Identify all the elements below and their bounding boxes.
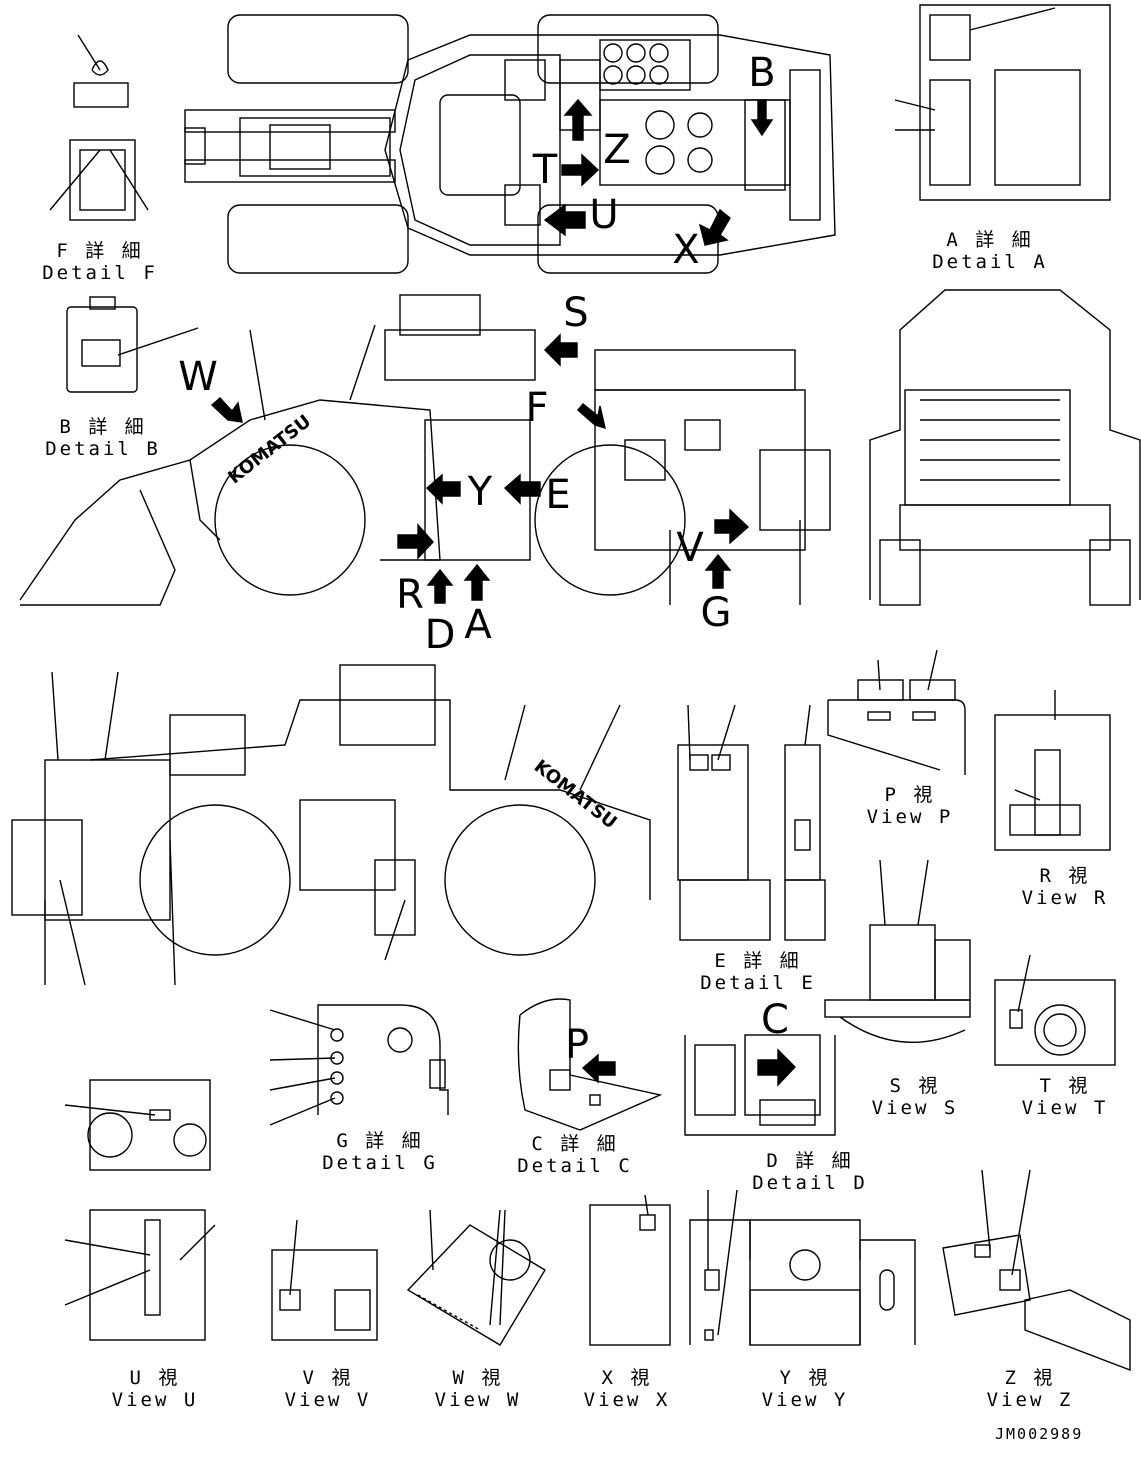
letter-e-tag: E bbox=[545, 472, 571, 518]
side-view-right bbox=[11, 664, 651, 986]
letter-y-tag: Y bbox=[467, 469, 493, 515]
letter-p-tag: P bbox=[564, 1022, 590, 1068]
letter-x-tag: X bbox=[672, 227, 700, 273]
letter-u-tag: U bbox=[589, 192, 619, 238]
detail-c-drawing bbox=[517, 998, 663, 1131]
detail-b-drawing bbox=[66, 296, 199, 393]
view-u-drawing bbox=[64, 1079, 216, 1341]
detail-a-drawing bbox=[894, 4, 1111, 201]
view-z-drawing bbox=[942, 1169, 1131, 1372]
detail-f-drawing bbox=[49, 34, 149, 221]
view-t-drawing bbox=[994, 954, 1116, 1066]
detail-d-drawing bbox=[684, 1034, 836, 1136]
letter-t-tag: T bbox=[532, 147, 558, 193]
letter-v-tag: V bbox=[676, 525, 704, 571]
view-s-drawing bbox=[824, 859, 971, 1044]
view-v-drawing bbox=[271, 1219, 378, 1341]
letter-c-tag: C bbox=[761, 997, 789, 1043]
view-r-drawing bbox=[994, 690, 1111, 851]
letter-f-tag: F bbox=[525, 385, 549, 431]
letter-a-tag: A bbox=[464, 602, 492, 648]
top-plan-view bbox=[184, 14, 836, 274]
detail-e-drawing bbox=[677, 704, 826, 941]
view-p-drawing bbox=[827, 649, 966, 775]
drawing-reference-number: JM002989 bbox=[995, 1425, 1084, 1443]
side-view-left bbox=[19, 294, 831, 606]
view-arrows bbox=[210, 98, 796, 1087]
front-view bbox=[869, 289, 1141, 606]
letter-b-tag: B bbox=[748, 50, 776, 96]
letter-z-tag: Z bbox=[603, 127, 631, 173]
view-y-drawing bbox=[689, 1189, 916, 1346]
letter-w-tag: W bbox=[178, 354, 218, 400]
view-x-drawing bbox=[589, 1194, 671, 1346]
letter-g-tag: G bbox=[700, 590, 732, 636]
view-w-drawing bbox=[406, 1209, 546, 1346]
letter-r-tag: R bbox=[396, 572, 424, 618]
letter-s-tag: S bbox=[563, 290, 589, 336]
detail-g-drawing bbox=[269, 1004, 449, 1126]
letter-d-tag: D bbox=[424, 612, 456, 658]
